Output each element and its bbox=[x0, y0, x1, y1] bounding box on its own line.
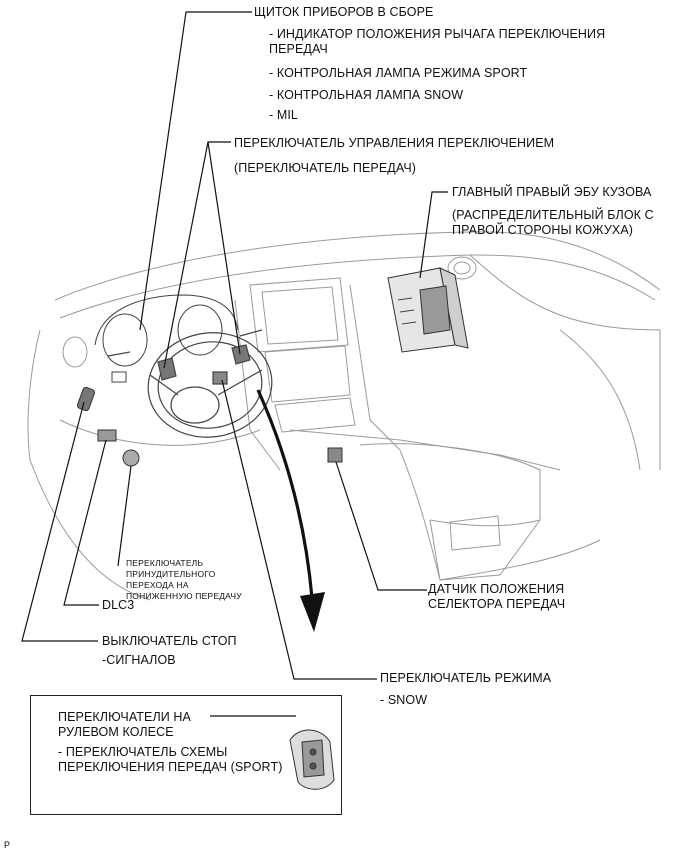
label-mode-switch: ПЕРЕКЛЮЧАТЕЛЬ РЕЖИМА bbox=[380, 671, 552, 685]
dash-top-line bbox=[59, 254, 656, 319]
armrest bbox=[359, 443, 541, 527]
rear-vent-frame bbox=[449, 515, 501, 551]
gear-arrow-head bbox=[300, 592, 325, 632]
label-instrument-cluster: ЩИТОК ПРИБОРОВ В СБОРЕ bbox=[254, 5, 434, 19]
label-sport-shift-switch: - ПЕРЕКЛЮЧАТЕЛЬ СХЕМЫ bbox=[58, 745, 228, 759]
label-junction-block: (РАСПРЕДЕЛИТЕЛЬНЫЙ БЛОК С bbox=[452, 208, 654, 222]
dash-right-panel bbox=[469, 254, 661, 470]
leader-dlc3 bbox=[63, 439, 107, 606]
instrument-cluster-hood bbox=[94, 294, 239, 346]
kickdown-switch-part bbox=[122, 449, 140, 467]
main-body-ecu bbox=[387, 267, 469, 353]
windshield-base-line bbox=[54, 231, 661, 301]
label-sport-lamp: - КОНТРОЛЬНАЯ ЛАМПА РЕЖИМА SPORT bbox=[269, 66, 528, 80]
left-lower-dash bbox=[27, 329, 41, 461]
left-paddle-switch bbox=[157, 357, 177, 381]
left-knee-panel bbox=[59, 419, 261, 446]
display-screen bbox=[261, 286, 339, 345]
console-side bbox=[399, 449, 441, 581]
steering-spoke-right bbox=[217, 369, 263, 396]
label-mil: - MIL bbox=[269, 108, 298, 122]
leader-sensor bbox=[335, 461, 427, 591]
leader-cluster bbox=[139, 11, 252, 331]
steering-wheel-rim bbox=[147, 332, 273, 438]
console-rail bbox=[439, 539, 601, 581]
steering-spoke-left bbox=[149, 374, 179, 396]
label-snow-lamp: - КОНТРОЛЬНАЯ ЛАМПА SNOW bbox=[269, 88, 464, 102]
label-shift-indicator: - ИНДИКАТОР ПОЛОЖЕНИЯ РЫЧАГА ПЕРЕКЛЮЧЕНИ… bbox=[269, 27, 606, 41]
gear-arrow bbox=[256, 389, 314, 599]
label-junction-block-cont: ПРАВОЙ СТОРОНЫ КОЖУХА) bbox=[452, 223, 634, 237]
label-mode-snow: - SNOW bbox=[380, 693, 428, 707]
steering-switch-inset-part bbox=[289, 729, 335, 790]
corner-mark: P bbox=[4, 840, 11, 850]
climate-panel bbox=[274, 397, 356, 433]
left-floor-line bbox=[29, 459, 151, 601]
display-outer bbox=[249, 277, 349, 353]
stop-light-switch-part bbox=[76, 386, 96, 412]
right-door-line bbox=[559, 329, 641, 471]
right-paddle-switch bbox=[231, 344, 251, 365]
label-main-body-ecu: ГЛАВНЫЙ ПРАВЫЙ ЭБУ КУЗОВА bbox=[452, 185, 652, 199]
label-shift-sensor-cont: СЕЛЕКТОРА ПЕРЕДАЧ bbox=[428, 597, 566, 611]
label-shift-indicator-cont: ПЕРЕДАЧ bbox=[269, 42, 328, 56]
steering-wheel-inner bbox=[157, 341, 263, 429]
shift-position-sensor-part bbox=[327, 447, 343, 463]
label-shift-switch-sub: (ПЕРЕКЛЮЧАТЕЛЬ ПЕРЕДАЧ) bbox=[234, 161, 417, 175]
dlc3-connector bbox=[97, 429, 117, 442]
leader-shift-b bbox=[207, 141, 241, 355]
tachometer bbox=[102, 313, 148, 367]
center-stack-right bbox=[349, 284, 401, 451]
label-shift-switch: ПЕРЕКЛЮЧАТЕЛЬ УПРАВЛЕНИЯ ПЕРЕКЛЮЧЕНИЕМ bbox=[234, 136, 555, 150]
label-steering-switches-cont: РУЛЕВОМ КОЛЕСЕ bbox=[58, 725, 174, 739]
mode-switch-part bbox=[212, 371, 228, 385]
label-kickdown-3: ПЕРЕХОДА НА bbox=[126, 580, 189, 590]
leader-mode bbox=[221, 379, 377, 680]
label-kickdown-2: ПРИНУДИТЕЛЬНОГО bbox=[126, 569, 216, 579]
leader-stop bbox=[21, 401, 98, 642]
radio-panel bbox=[264, 345, 351, 403]
label-stop-light-switch-cont: -СИГНАЛОВ bbox=[102, 653, 176, 667]
leader-kickdown bbox=[117, 465, 132, 567]
right-vent bbox=[447, 256, 477, 280]
label-stop-light-switch: ВЫКЛЮЧАТЕЛЬ СТОП bbox=[102, 634, 237, 648]
left-vent bbox=[62, 336, 88, 368]
speedometer bbox=[177, 304, 223, 356]
label-shift-sensor: ДАТЧИК ПОЛОЖЕНИЯ bbox=[428, 582, 565, 596]
center-stack-left bbox=[234, 299, 281, 471]
label-kickdown-1: ПЕРЕКЛЮЧАТЕЛЬ bbox=[126, 558, 204, 568]
label-sport-shift-switch-cont: ПЕРЕКЛЮЧЕНИЯ ПЕРЕДАЧ (SPORT) bbox=[58, 760, 283, 774]
steering-hub bbox=[170, 386, 220, 424]
label-steering-switches: ПЕРЕКЛЮЧАТЕЛИ НА bbox=[58, 710, 191, 724]
steering-switch-inset bbox=[30, 695, 342, 815]
label-dlc3: DLC3 bbox=[102, 598, 135, 612]
leader-ecu bbox=[419, 191, 448, 279]
armrest-front bbox=[429, 519, 541, 581]
label-kickdown-4: ПОНИЖЕННУЮ ПЕРЕДАЧУ bbox=[126, 591, 242, 601]
cluster-connector bbox=[111, 371, 127, 383]
